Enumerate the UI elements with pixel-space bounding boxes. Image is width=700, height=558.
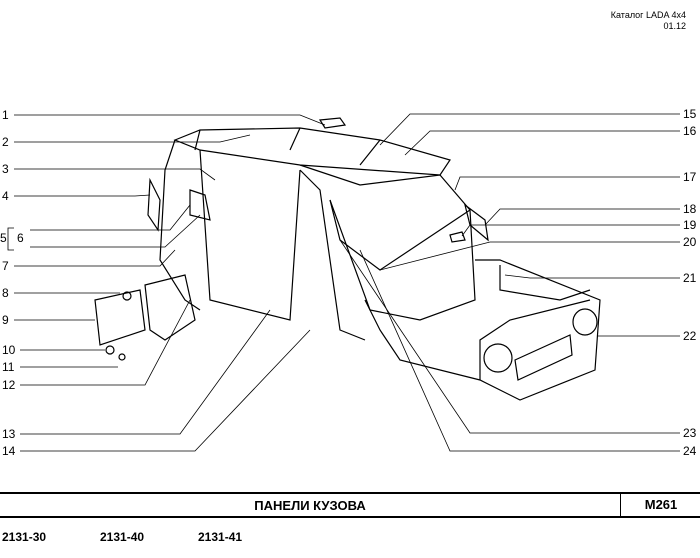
callout-21: 21: [683, 271, 697, 285]
catalog-header: Каталог LADA 4x4 01.12: [611, 10, 686, 32]
leader-lines: [7, 113, 680, 452]
callout-23: 23: [683, 426, 697, 440]
callout-4: 4: [2, 189, 9, 203]
catalog-date: 01.12: [663, 21, 686, 31]
callout-17: 17: [683, 170, 697, 184]
callout-18: 18: [683, 202, 697, 216]
callout-7: 7: [2, 259, 9, 273]
callout-5: 5: [0, 231, 7, 245]
model-code: 2131-40: [100, 530, 145, 544]
section-title: ПАНЕЛИ КУЗОВА: [254, 498, 366, 513]
title-block: ПАНЕЛИ КУЗОВА M261: [0, 492, 700, 518]
body-panels-drawing: [7, 113, 680, 452]
callout-12: 12: [2, 378, 16, 392]
callout-2: 2: [2, 135, 9, 149]
callout-13: 13: [2, 427, 16, 441]
callout-1: 1: [2, 108, 9, 122]
callout-10: 10: [2, 343, 16, 357]
callout-3: 3: [2, 162, 9, 176]
callout-16: 16: [683, 124, 697, 138]
callout-11: 11: [2, 360, 15, 374]
callout-20: 20: [683, 235, 697, 249]
section-code: M261: [620, 494, 700, 516]
callout-14: 14: [2, 444, 16, 458]
model-code: 2131-41: [198, 530, 243, 544]
callout-19: 19: [683, 218, 697, 232]
callout-24: 24: [683, 444, 697, 458]
model-code: 2131-30: [2, 530, 47, 544]
car-body-sketch: [94, 117, 601, 401]
catalog-title: Каталог LADA 4x4: [610, 10, 686, 20]
callout-8: 8: [2, 286, 9, 300]
callout-6: 6: [17, 231, 24, 245]
callout-9: 9: [2, 313, 9, 327]
callout-22: 22: [683, 329, 697, 343]
callout-15: 15: [683, 107, 697, 121]
